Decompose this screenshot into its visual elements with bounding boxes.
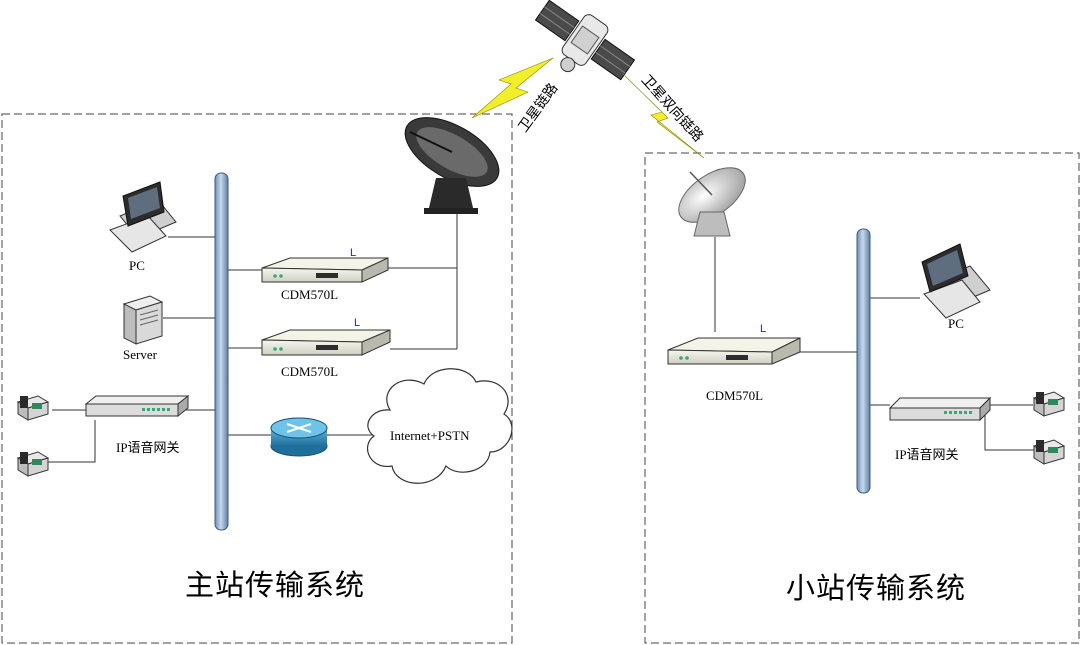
small-phone-1-icon (1032, 391, 1066, 417)
main-modem-1-icon (261, 257, 389, 283)
router-icon (270, 417, 328, 457)
lightning-left-icon (471, 57, 554, 119)
main-station-frame (1, 113, 513, 644)
main-modem-2-icon (261, 329, 391, 356)
small-station-links (714, 237, 1035, 451)
cloud-label: Internet+PSTN (390, 428, 470, 443)
main-phone-2-icon (16, 451, 50, 477)
small-phone-2-icon (1032, 439, 1066, 465)
main-satellite-dish-icon (404, 117, 500, 214)
small-modem-icon (667, 337, 801, 365)
server-label: Server (123, 347, 157, 362)
main-phone-1-icon (16, 395, 50, 421)
main-station-title: 主站传输系统 (185, 568, 366, 602)
main-gateway-icon (84, 394, 190, 418)
main-station-bus (214, 172, 229, 531)
satellite-icon (534, 0, 636, 81)
small-gateway-icon (888, 396, 992, 422)
main-gateway-label: IP语音网关 (116, 440, 180, 455)
small-station-title: 小站传输系统 (786, 571, 967, 605)
main-pc-laptop-icon (109, 181, 177, 253)
small-pc-laptop-icon (921, 243, 991, 319)
main-modem-1-label: CDM570L (281, 287, 339, 302)
internet-pstn-cloud-icon (366, 368, 513, 484)
main-modem-2-marker: L (354, 317, 361, 329)
small-station-bus (856, 228, 871, 494)
small-modem-marker: L (760, 323, 767, 335)
main-modem-2-label: CDM570L (281, 364, 339, 379)
main-modem-1-marker: L (350, 247, 357, 259)
small-station-frame (644, 152, 1080, 644)
small-modem-label: CDM570L (706, 388, 764, 403)
main-pc-label: PC (129, 258, 145, 273)
small-gateway-label: IP语音网关 (895, 447, 959, 462)
small-satellite-dish-icon (678, 167, 746, 237)
small-pc-label: PC (948, 316, 964, 331)
server-icon (122, 295, 164, 345)
lightning-right-icon (622, 73, 705, 159)
